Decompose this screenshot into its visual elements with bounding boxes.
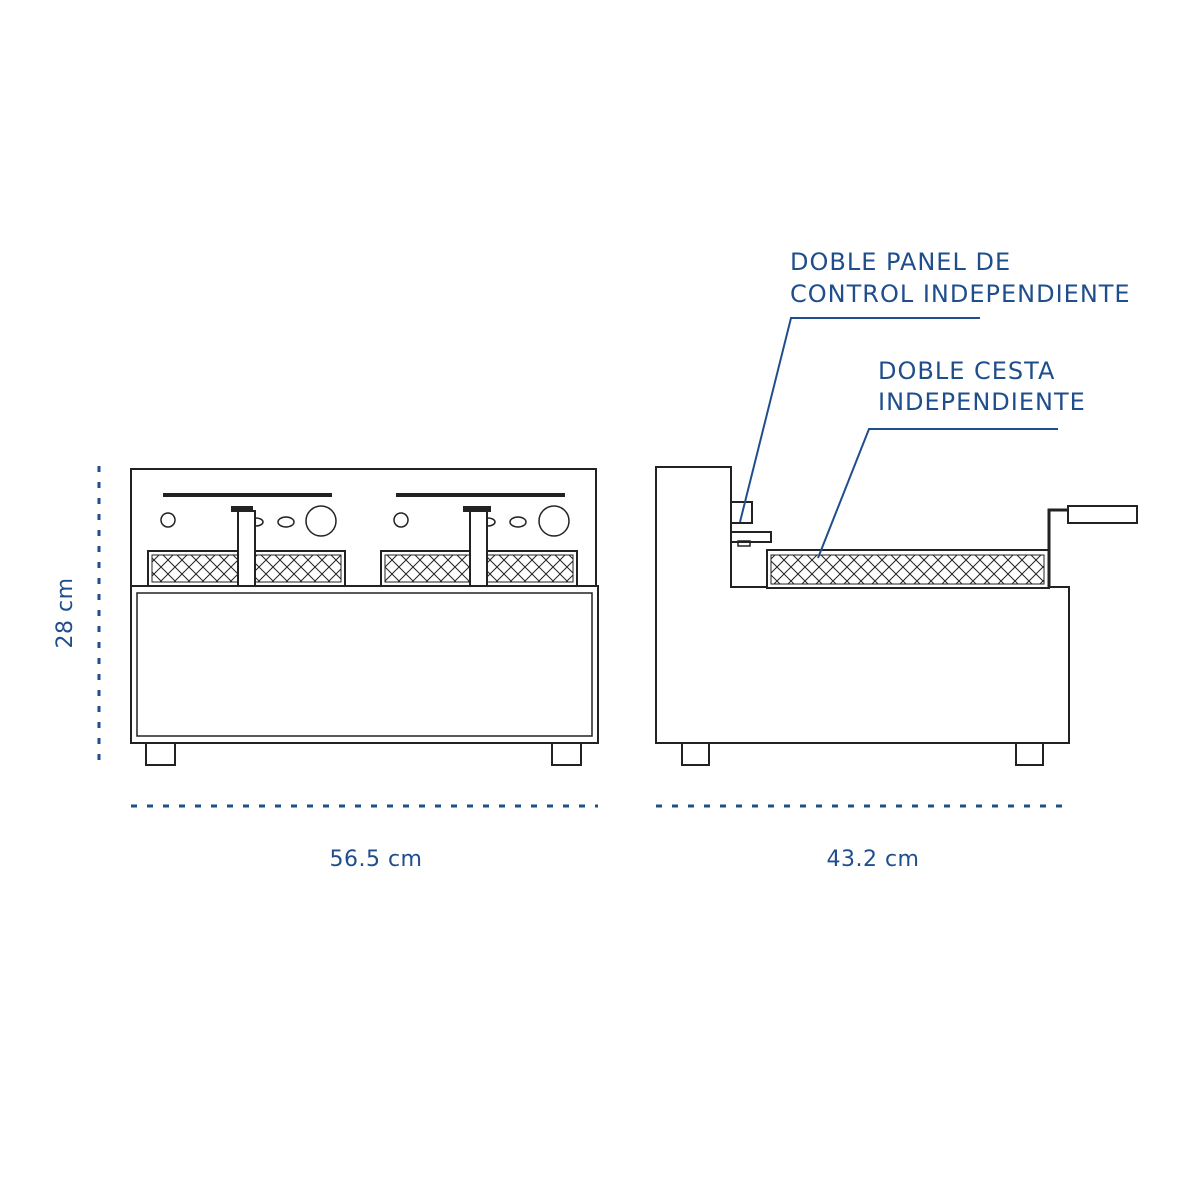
basket-callout: DOBLE CESTA INDEPENDIENTE xyxy=(817,357,1086,559)
front-right-handle xyxy=(463,506,491,589)
side-basket xyxy=(766,549,1050,589)
side-basket-handle xyxy=(1047,505,1138,588)
front-left-foot xyxy=(145,742,176,766)
basket-callout-line-2: INDEPENDIENTE xyxy=(878,388,1086,416)
control-panel-callout: DOBLE PANEL DE CONTROL INDEPENDIENTE xyxy=(739,248,1131,523)
side-left-foot xyxy=(681,742,710,766)
front-view xyxy=(130,468,599,766)
side-right-foot xyxy=(1015,742,1044,766)
front-width-label: 56.5 cm xyxy=(329,847,422,872)
front-body xyxy=(130,585,599,744)
basket-leader-line xyxy=(817,428,1058,559)
side-control-knob-lower xyxy=(737,540,751,547)
control-panel-callout-line-1: DOBLE PANEL DE xyxy=(790,248,1011,276)
height-label: 28 cm xyxy=(53,577,78,648)
side-control-knob xyxy=(730,531,772,543)
control-panel-leader-line xyxy=(739,317,980,523)
basket-callout-line-1: DOBLE CESTA xyxy=(878,357,1055,385)
side-view xyxy=(655,466,1138,766)
side-depth-label: 43.2 cm xyxy=(826,847,919,872)
side-body xyxy=(655,466,1070,744)
front-body-inner xyxy=(136,592,593,737)
front-right-foot xyxy=(551,742,582,766)
control-panel-callout-line-2: CONTROL INDEPENDIENTE xyxy=(790,280,1131,308)
